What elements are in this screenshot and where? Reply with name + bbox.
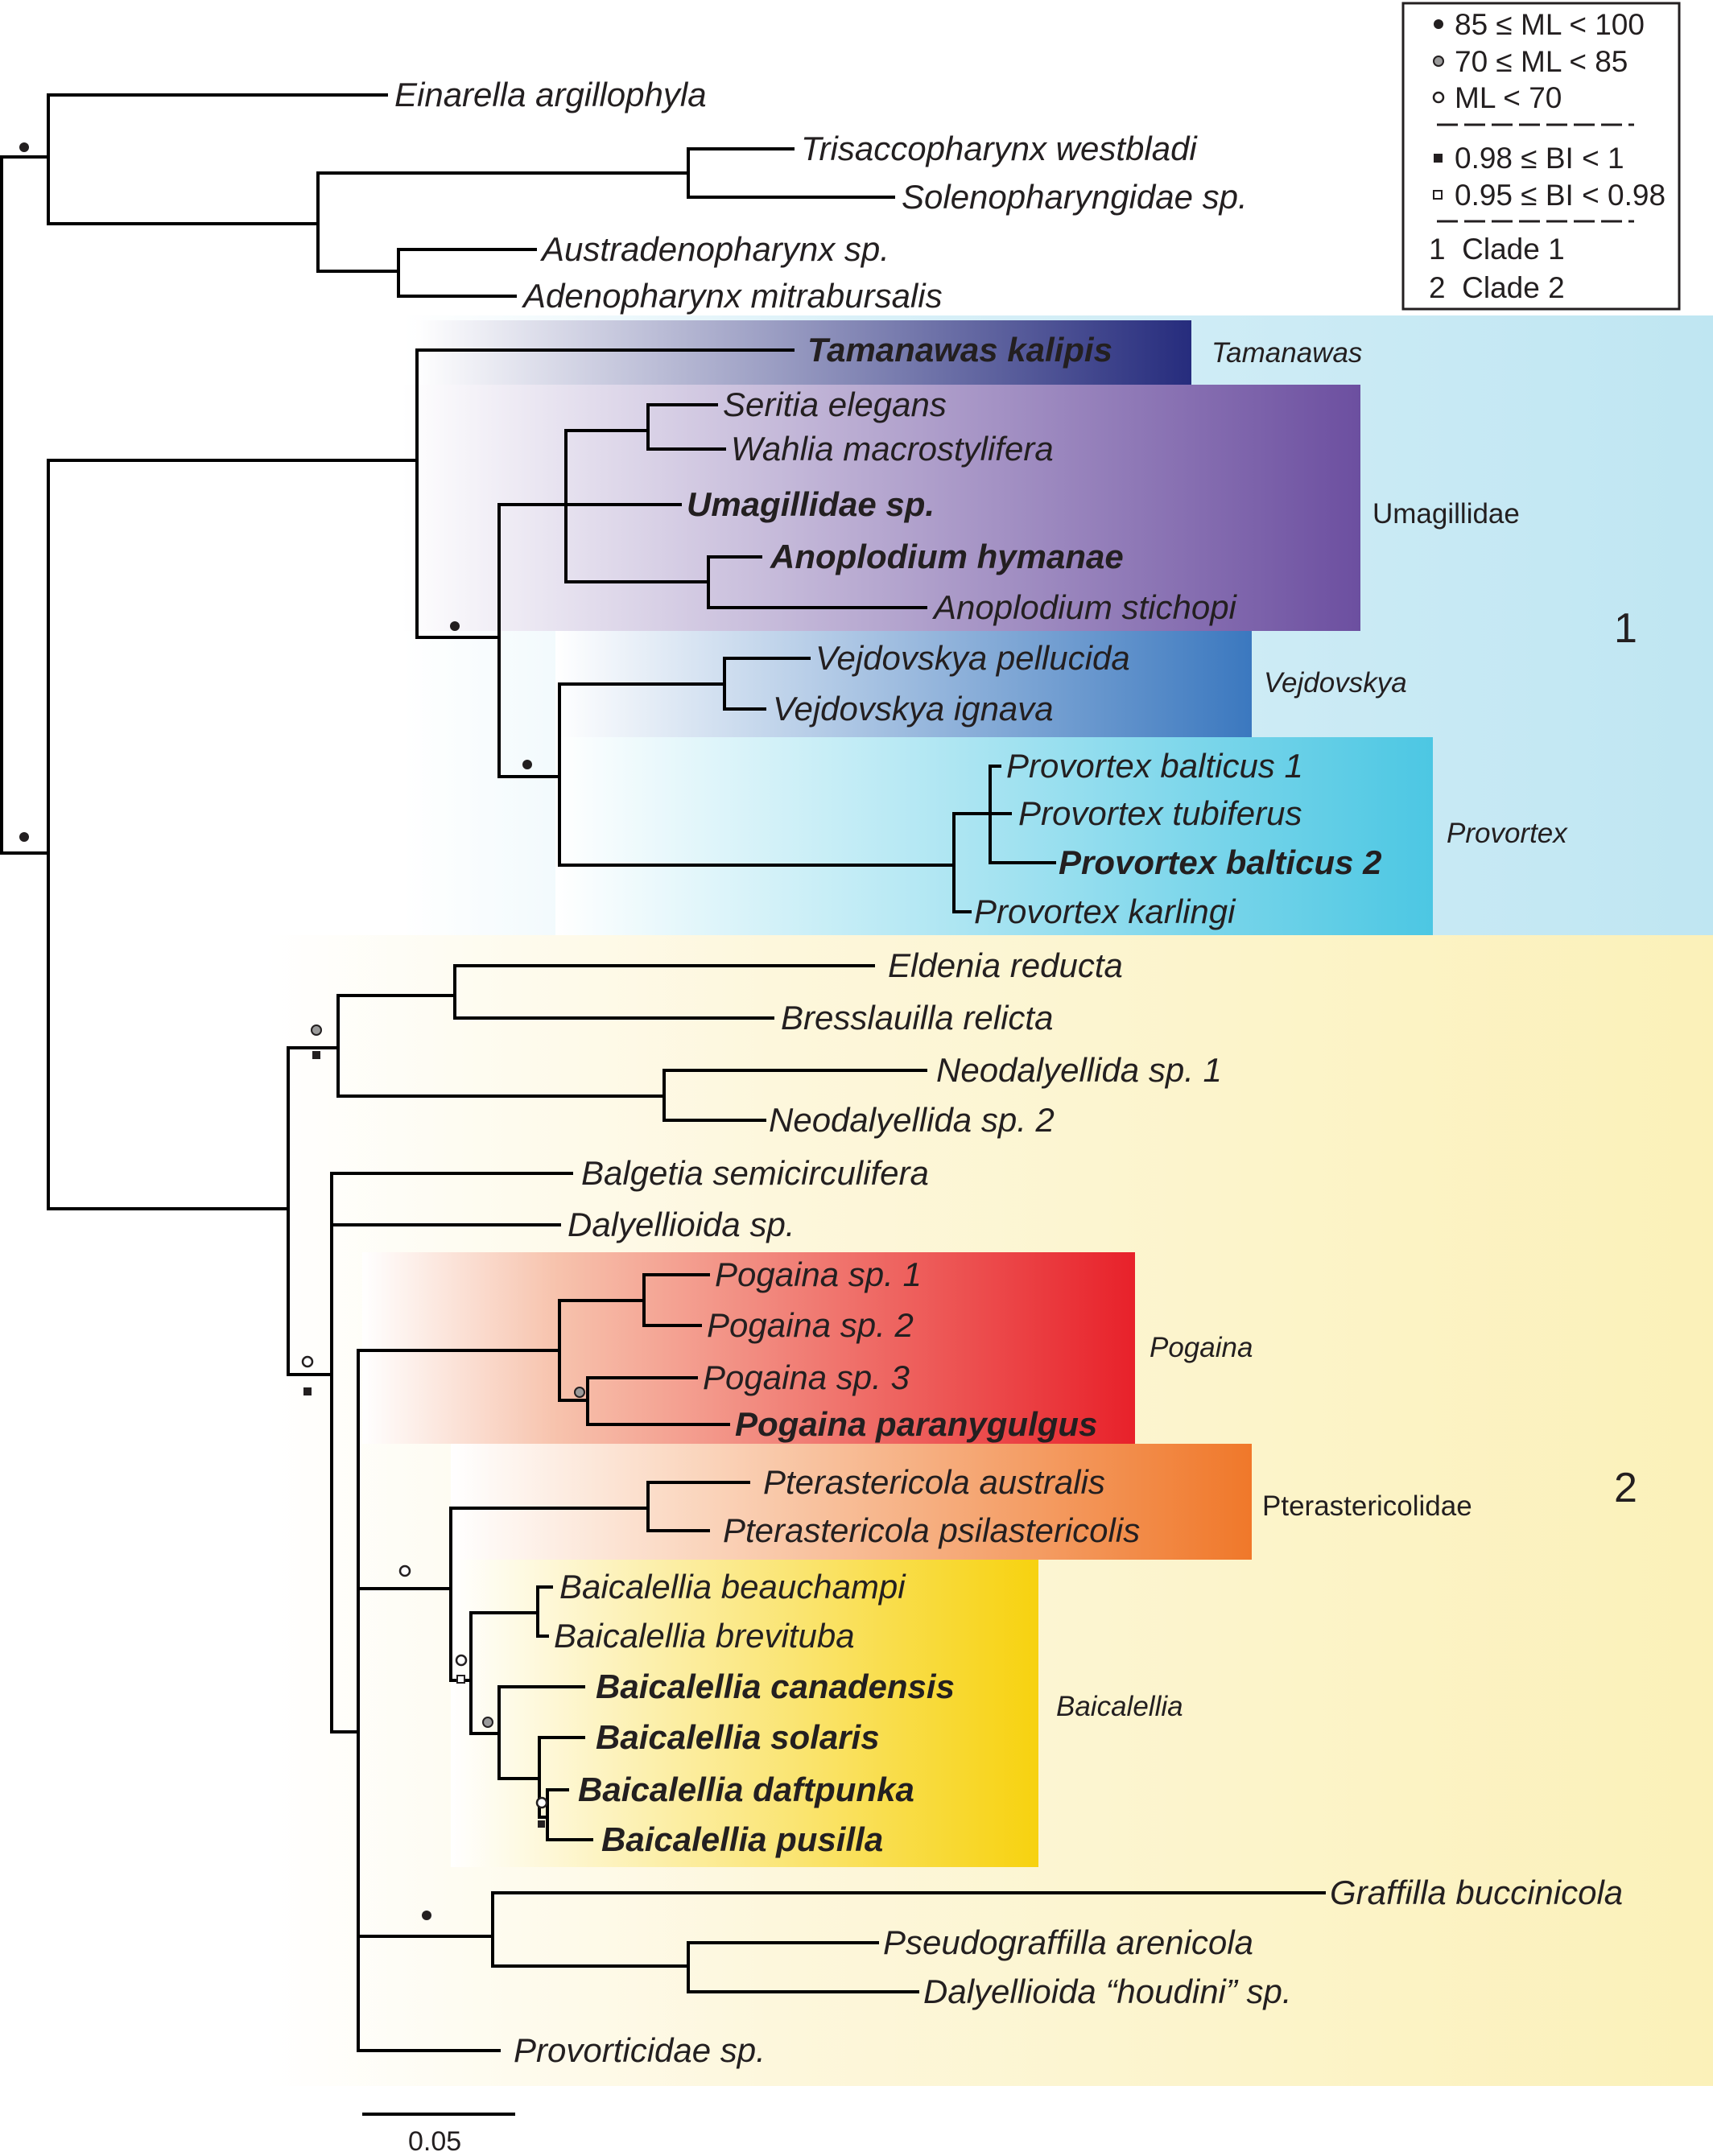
taxon-label: Pogaina sp. 3	[703, 1358, 910, 1396]
bi-mid-marker	[1433, 190, 1443, 200]
ml-low-marker	[455, 1654, 468, 1667]
taxon-label: Adenopharynx mitrabursalis	[521, 277, 943, 315]
taxon-label: Pterastericola psilastericolis	[723, 1511, 1140, 1549]
taxon-label: Neodalyellida sp. 2	[769, 1101, 1055, 1139]
taxon-label: Seritia elegans	[723, 385, 947, 423]
ml-high-marker	[522, 760, 532, 769]
taxon-label: Anoplodium stichopi	[931, 588, 1238, 626]
group-label-vejdovskya: Vejdovskya	[1264, 667, 1407, 699]
taxon-label: Pogaina paranygulgus	[735, 1405, 1097, 1443]
taxon-label: Umagillidae sp.	[687, 485, 935, 523]
taxon-label: Baicalellia beauchampi	[559, 1568, 906, 1606]
tamanawas-box	[415, 320, 1191, 385]
ml-low-marker	[398, 1564, 411, 1577]
clade-number-2: 2	[1614, 1465, 1637, 1511]
provortex-box	[555, 737, 1433, 935]
taxon-label: Neodalyellida sp. 1	[936, 1051, 1222, 1089]
group-label-baicalellia: Baicalellia	[1056, 1691, 1183, 1722]
bi-high-marker	[312, 1051, 320, 1059]
ml-high-marker	[1434, 19, 1443, 29]
taxon-label: Eldenia reducta	[888, 946, 1123, 984]
legend-ml-low: ML < 70	[1455, 81, 1562, 114]
taxon-label: Solenopharyngidae sp.	[902, 178, 1248, 216]
group-label-umagillidae: Umagillidae	[1372, 498, 1520, 530]
legend-ml-mid: 70 ≤ ML < 85	[1455, 45, 1628, 78]
scale-bar-label: 0.05	[408, 2126, 461, 2156]
taxon-labels: Einarella argillophyla Trisaccopharynx w…	[394, 76, 1623, 2069]
taxon-label: Pogaina sp. 2	[707, 1306, 914, 1344]
bi-high-marker	[303, 1387, 312, 1395]
taxon-label: Pogaina sp. 1	[715, 1255, 922, 1293]
umagillidae-box	[402, 385, 1360, 631]
bi-high-marker	[538, 1820, 545, 1828]
legend-clade1: 1 Clade 1	[1429, 233, 1565, 266]
group-label-pogaina: Pogaina	[1150, 1332, 1253, 1363]
ml-low-marker	[535, 1796, 548, 1809]
ml-mid-marker	[1433, 56, 1444, 67]
bi-high-marker	[1434, 154, 1443, 163]
legend-ml-high: 85 ≤ ML < 100	[1455, 8, 1645, 41]
pterastericolidae-box	[451, 1444, 1252, 1560]
taxon-label: Balgetia semicirculifera	[581, 1154, 929, 1192]
tree-branches	[0, 93, 1326, 2052]
ml-mid-marker	[482, 1717, 493, 1728]
group-labels: Tamanawas Umagillidae Vejdovskya Provort…	[1056, 337, 1637, 1722]
taxon-label: Baicalellia solaris	[596, 1718, 880, 1756]
legend-bi-mid: 0.95 ≤ BI < 0.98	[1455, 179, 1666, 212]
taxon-label: Baicalellia daftpunka	[578, 1771, 914, 1808]
clade-number-1: 1	[1614, 605, 1637, 652]
group-label-tamanawas: Tamanawas	[1211, 337, 1362, 369]
taxon-label: Pterastericola australis	[763, 1463, 1105, 1501]
scale-bar: 0.05	[362, 2113, 515, 2156]
taxon-label: Wahlia macrostylifera	[731, 430, 1054, 468]
taxon-label: Provortex tubiferus	[1018, 794, 1302, 832]
legend-box	[1401, 2, 1681, 311]
ml-low-marker	[1432, 91, 1445, 104]
pogaina-box	[362, 1252, 1135, 1444]
taxon-label: Vejdovskya ignava	[773, 690, 1054, 728]
ml-high-marker	[450, 621, 460, 631]
ml-low-marker	[301, 1355, 314, 1368]
taxon-label: Tamanawas kalipis	[807, 331, 1112, 369]
group-label-pterastericolidae: Pterastericolidae	[1262, 1490, 1472, 1522]
ml-high-marker	[19, 832, 29, 842]
support-markers	[19, 142, 585, 1920]
taxon-label: Provortex balticus 2	[1059, 843, 1381, 881]
ml-high-marker	[19, 142, 29, 152]
taxon-label: Baicalellia brevituba	[554, 1617, 855, 1655]
taxon-label: Graffilla buccinicola	[1330, 1874, 1623, 1911]
taxon-label: Anoplodium hymanae	[770, 538, 1124, 575]
taxon-label: Einarella argillophyla	[394, 76, 707, 113]
group-label-provortex: Provortex	[1447, 818, 1568, 849]
legend-clade2: 2 Clade 2	[1429, 271, 1565, 304]
legend-bi-high: 0.98 ≤ BI < 1	[1455, 142, 1624, 175]
taxon-label: Trisaccopharynx westbladi	[801, 130, 1198, 167]
taxon-label: Baicalellia canadensis	[596, 1667, 955, 1705]
taxon-label: Vejdovskya pellucida	[815, 639, 1130, 677]
taxon-label: Austradenopharynx sp.	[539, 230, 890, 268]
ml-high-marker	[422, 1911, 431, 1920]
ml-mid-marker	[311, 1024, 322, 1036]
ml-mid-marker	[574, 1387, 585, 1398]
taxon-label: Provortex karlingi	[974, 892, 1236, 930]
taxon-label: Dalyellioida “houdini” sp.	[923, 1973, 1292, 2010]
taxon-label: Baicalellia pusilla	[601, 1820, 883, 1858]
bi-mid-marker	[456, 1675, 465, 1684]
taxon-label: Provortex balticus 1	[1006, 747, 1303, 785]
taxon-label: Dalyellioida sp.	[568, 1206, 795, 1243]
taxon-label: Pseudograffilla arenicola	[883, 1923, 1253, 1961]
taxon-label: Provorticidae sp.	[514, 2031, 766, 2069]
taxon-label: Bresslauilla relicta	[781, 999, 1053, 1037]
legend: 85 ≤ ML < 100 70 ≤ ML < 85 ML < 70 0.98 …	[1401, 2, 1681, 311]
